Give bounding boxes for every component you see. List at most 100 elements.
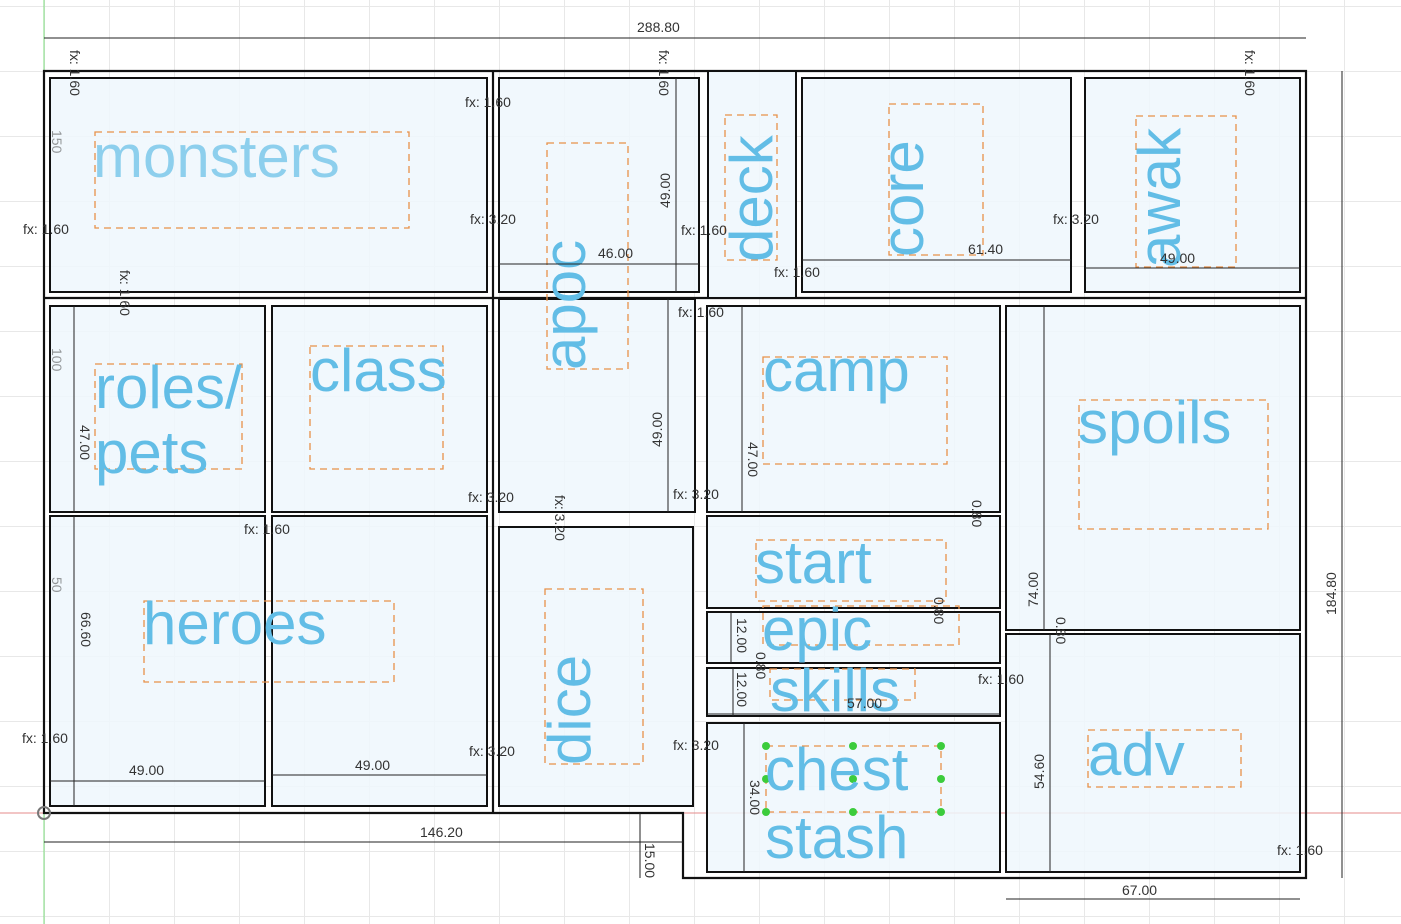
dimension-value[interactable]: 12.00 (734, 618, 750, 653)
label-camp[interactable]: camp (763, 337, 910, 404)
compartment-epic[interactable] (706, 611, 1001, 664)
label-pets[interactable]: pets (95, 419, 208, 486)
label-skills[interactable]: skills (770, 657, 900, 724)
compartment-skills[interactable] (706, 667, 1001, 717)
text-box[interactable] (1135, 115, 1237, 268)
dimension-value[interactable]: 61.40 (968, 241, 1003, 257)
compartment-roles-pets[interactable] (49, 305, 266, 513)
fx-constraint[interactable]: fx: 1.60 (1277, 842, 1323, 858)
fx-constraint[interactable]: fx: 1.60 (244, 521, 290, 537)
dimension-value[interactable]: 0.80 (1053, 617, 1069, 644)
label-monsters[interactable]: monsters (93, 123, 340, 190)
fx-constraint[interactable]: fx: 3.20 (468, 489, 514, 505)
dimension-value[interactable]: 46.00 (598, 245, 633, 261)
label-class[interactable]: class (310, 337, 447, 404)
text-box[interactable] (94, 363, 243, 470)
compartment-adv[interactable] (1005, 633, 1301, 873)
dimension-value[interactable]: 50 (49, 577, 65, 593)
dimension-value[interactable]: 49.00 (355, 757, 390, 773)
text-box[interactable] (769, 668, 916, 701)
dimension-value[interactable]: 66.60 (78, 612, 94, 647)
fx-constraint[interactable]: fx: 3.20 (673, 737, 719, 753)
label-core[interactable]: core (869, 140, 936, 257)
text-box[interactable] (762, 605, 960, 646)
origin-icon[interactable] (37, 806, 51, 820)
dimension-value[interactable]: 146.20 (420, 824, 463, 840)
selection-handle[interactable] (937, 808, 945, 816)
dimension-value[interactable]: 47.00 (745, 442, 761, 477)
fx-constraint[interactable]: fx: 1.60 (465, 94, 511, 110)
selection-handle[interactable] (762, 742, 770, 750)
compartment-dice[interactable] (498, 526, 694, 807)
dimension-value[interactable]: 34.00 (747, 780, 763, 815)
dimension-value[interactable]: 49.00 (649, 412, 665, 447)
selection-handle[interactable] (762, 775, 770, 783)
compartment-awak[interactable] (1084, 77, 1301, 293)
compartment-monsters[interactable] (49, 77, 488, 293)
outer-wall[interactable] (42, 69, 1308, 880)
label-apoc[interactable]: apoc (531, 240, 598, 370)
compartment-heroes-right[interactable] (271, 515, 488, 807)
selection-handle[interactable] (937, 742, 945, 750)
compartment-core[interactable] (801, 77, 1072, 293)
fx-constraint[interactable]: fx: 1.60 (656, 50, 672, 96)
compartment-apoc-bottom[interactable] (498, 298, 696, 513)
dimension-value[interactable]: 49.00 (129, 762, 164, 778)
selection-handle[interactable] (849, 808, 857, 816)
fx-constraint[interactable]: fx: 1.60 (774, 264, 820, 280)
dimension-value[interactable]: 47.00 (77, 425, 93, 460)
fx-constraint[interactable]: fx: 3.20 (469, 743, 515, 759)
dimension-value[interactable]: 150 (49, 130, 65, 154)
dimension-value[interactable]: 67.00 (1122, 882, 1157, 898)
compartment-spoils[interactable] (1005, 305, 1301, 631)
fx-constraint[interactable]: fx: 1.60 (22, 730, 68, 746)
selection-handle[interactable] (762, 808, 770, 816)
selection-handle[interactable] (849, 775, 857, 783)
label-deck[interactable]: deck (718, 134, 785, 262)
compartment-camp[interactable] (706, 305, 1001, 513)
text-box[interactable] (762, 356, 948, 465)
label-start[interactable]: start (755, 529, 872, 596)
label-heroes[interactable]: heroes (143, 590, 326, 657)
fx-constraint[interactable]: fx: 3.20 (470, 211, 516, 227)
fx-constraint[interactable]: fx: 1.60 (117, 270, 133, 316)
dimension-value[interactable]: 0.80 (969, 500, 985, 527)
text-box[interactable] (755, 539, 947, 602)
label-adv[interactable]: adv (1088, 721, 1185, 788)
fx-constraint[interactable]: fx: 1.60 (67, 50, 83, 96)
text-box[interactable] (546, 142, 629, 370)
dimension-value[interactable]: 49.00 (1160, 250, 1195, 266)
selection-handle[interactable] (937, 775, 945, 783)
text-box[interactable] (309, 345, 444, 470)
text-box[interactable] (544, 588, 644, 765)
dimension-value[interactable]: 74.00 (1025, 572, 1041, 607)
fx-constraint[interactable]: fx: 1.60 (23, 221, 69, 237)
label-stash[interactable]: stash (765, 804, 908, 871)
text-box[interactable] (1087, 729, 1242, 788)
fx-constraint[interactable]: fx: 3.20 (1053, 211, 1099, 227)
dimension-value[interactable]: 0.80 (753, 652, 769, 679)
compartment-heroes-left[interactable] (49, 515, 266, 807)
text-box[interactable] (888, 103, 984, 256)
dimension-value[interactable]: 54.60 (1031, 754, 1047, 789)
fx-constraint[interactable]: fx: 3.20 (552, 495, 568, 541)
dimension-value[interactable]: 288.80 (637, 19, 680, 35)
dimension-value[interactable]: 15.00 (642, 843, 658, 878)
text-box[interactable] (1078, 399, 1269, 530)
selection-handle[interactable] (849, 742, 857, 750)
text-box[interactable] (143, 600, 395, 683)
dimension-value[interactable]: 12.00 (734, 672, 750, 707)
fx-constraint[interactable]: fx: 1.60 (978, 671, 1024, 687)
text-box[interactable] (724, 114, 778, 261)
dimension-value[interactable]: 0.80 (931, 597, 947, 624)
dimension-value[interactable]: 49.00 (657, 173, 673, 208)
fx-constraint[interactable]: fx: 3.20 (673, 486, 719, 502)
compartment-class[interactable] (271, 305, 488, 513)
dimension-value[interactable]: 100 (49, 348, 65, 372)
label-roles[interactable]: roles/ (95, 354, 242, 421)
fx-constraint[interactable]: fx: 1.60 (1242, 50, 1258, 96)
dimension-value[interactable]: 184.80 (1323, 572, 1339, 615)
compartment-apoc-top[interactable] (498, 77, 700, 293)
fx-constraint[interactable]: fx: 1.60 (681, 222, 727, 238)
